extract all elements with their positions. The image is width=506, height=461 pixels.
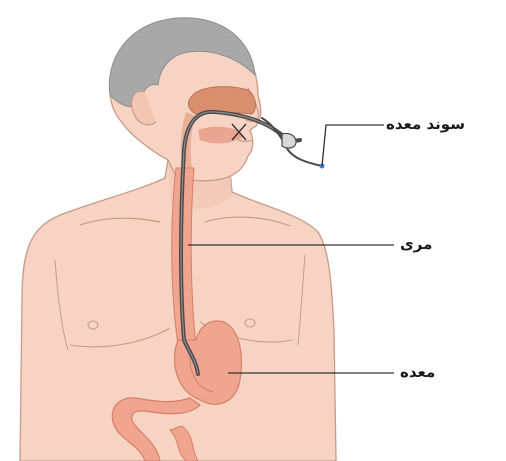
label-stomach: معده — [400, 363, 435, 381]
label-nasogastric-tube: سوند معده — [386, 115, 465, 133]
nasal-cavity — [189, 87, 256, 114]
label-esophagus: مری — [400, 235, 432, 253]
tube-connector-icon — [282, 133, 296, 148]
leader-line-tube — [322, 125, 384, 166]
